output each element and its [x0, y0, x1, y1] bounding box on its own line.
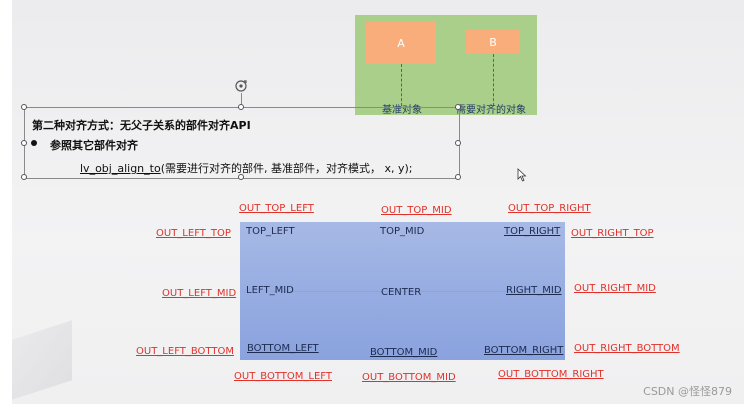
label-out-top-mid: OUT_TOP_MID: [381, 205, 452, 216]
label-out-bottom-mid: OUT_BOTTOM_MID: [362, 372, 456, 383]
label-left-mid: LEFT_MID: [246, 285, 294, 296]
left-margin: [0, 0, 12, 404]
alignment-example-panel: A B 基准对象 需要对齐的对象: [355, 15, 537, 116]
reference-object-label: 基准对象: [382, 105, 422, 116]
label-center: CENTER: [381, 287, 422, 298]
target-object-box[interactable]: B: [466, 30, 520, 54]
resize-handle-bottom-left[interactable]: [21, 174, 27, 180]
textbox-bullet-text: 参照其它部件对齐: [50, 139, 138, 152]
label-bottom-left: BOTTOM_LEFT: [247, 343, 319, 354]
label-out-left-mid: OUT_LEFT_MID: [162, 288, 237, 299]
resize-handle-bottom-mid[interactable]: [238, 174, 244, 180]
label-bottom-mid: BOTTOM_MID: [370, 347, 438, 358]
textbox-api-signature: lv_obj_align_to(需要进行对齐的部件, 基准部件，对齐模式， x,…: [80, 160, 412, 176]
reference-dashed-line: [401, 64, 402, 106]
target-dashed-line: [493, 54, 494, 106]
label-out-right-mid: OUT_RIGHT_MID: [574, 283, 656, 294]
alignment-base-object: [240, 222, 565, 360]
label-top-left: TOP_LEFT: [246, 226, 295, 237]
label-top-mid: TOP_MID: [380, 226, 425, 237]
watermark: CSDN @怪怪879: [643, 385, 732, 398]
resize-handle-top-right[interactable]: [455, 104, 461, 110]
label-out-bottom-right: OUT_BOTTOM_RIGHT: [498, 369, 604, 380]
label-out-top-left: OUT_TOP_LEFT: [239, 203, 314, 214]
label-bottom-right: BOTTOM_RIGHT: [484, 345, 564, 356]
resize-handle-top-mid[interactable]: [238, 104, 244, 110]
label-right-mid: RIGHT_MID: [506, 285, 562, 296]
label-out-bottom-left: OUT_BOTTOM_LEFT: [234, 371, 332, 382]
label-out-right-bottom: OUT_RIGHT_BOTTOM: [574, 343, 680, 354]
label-out-left-bottom: OUT_LEFT_BOTTOM: [136, 346, 234, 357]
rotate-handle-stem: [241, 93, 242, 106]
api-function-name: lv_obj_align_to: [80, 162, 161, 175]
resize-handle-mid-left[interactable]: [21, 140, 27, 146]
resize-handle-bottom-right[interactable]: [455, 174, 461, 180]
textbox-heading: 第二种对齐方式：无父子关系的部件对齐API: [32, 119, 251, 132]
bullet-icon: [31, 140, 37, 146]
label-out-right-top: OUT_RIGHT_TOP: [571, 228, 654, 239]
reference-object-box[interactable]: A: [366, 22, 436, 64]
rotate-icon[interactable]: [234, 79, 248, 93]
resize-handle-mid-right[interactable]: [455, 140, 461, 146]
label-out-left-top: OUT_LEFT_TOP: [156, 228, 231, 239]
resize-handle-top-left[interactable]: [21, 104, 27, 110]
api-arguments: (需要进行对齐的部件, 基准部件，对齐模式， x, y);: [160, 162, 413, 175]
label-out-top-right: OUT_TOP_RIGHT: [508, 203, 591, 214]
center-guide-line: [270, 291, 530, 292]
cursor-icon: [517, 168, 527, 182]
target-object-label: 需要对齐的对象: [456, 105, 526, 116]
label-top-right: TOP_RIGHT: [504, 226, 561, 237]
